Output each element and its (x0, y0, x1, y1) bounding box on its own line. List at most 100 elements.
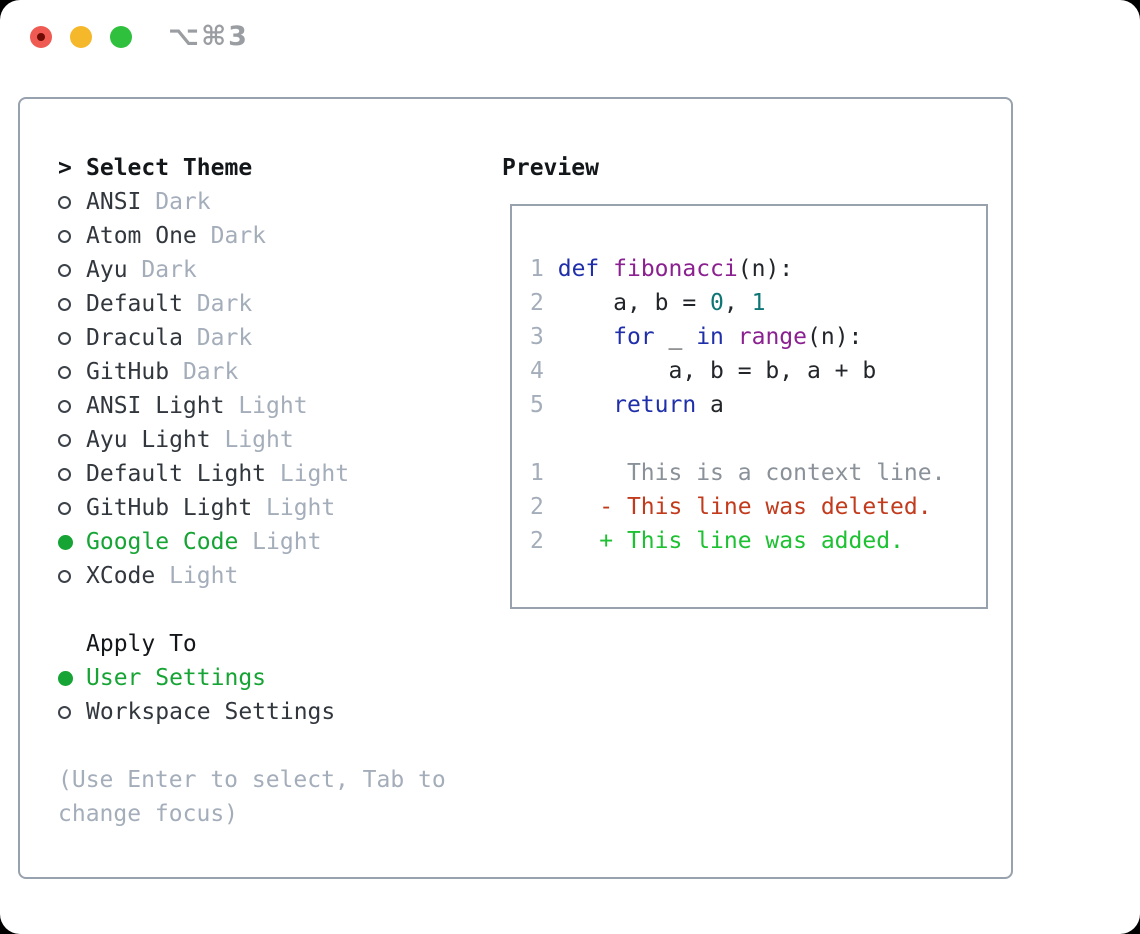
code-token (558, 528, 600, 554)
theme-variant-label: Light (210, 427, 294, 453)
theme-variant-label: Light (266, 461, 350, 487)
select-theme-header: > Select Theme (58, 151, 498, 185)
theme-option-atom-one[interactable]: Atom One Dark (58, 219, 498, 253)
code-token: a, b = b, a + b (557, 358, 877, 384)
code-line: 1 def fibonacci(n): (530, 252, 945, 286)
theme-option-ayu-light[interactable]: Ayu Light Light (58, 423, 498, 457)
hint-text: (Use Enter to select, Tab to change focu… (58, 767, 446, 827)
preview-title: Preview (502, 155, 599, 181)
code-line: 4 a, b = b, a + b (530, 354, 945, 388)
radio-icon (58, 705, 71, 719)
code-token (558, 494, 600, 520)
theme-variant-label: Dark (141, 189, 211, 215)
apply-to-title: Apply To (86, 631, 197, 657)
theme-label: Atom One (86, 223, 197, 249)
code-token: in (696, 324, 724, 350)
radio-icon (58, 467, 71, 481)
spacer (58, 593, 498, 627)
radio-selected-icon (58, 534, 73, 550)
apply-option-workspace-settings[interactable]: Workspace Settings (58, 695, 498, 729)
theme-option-default[interactable]: Default Dark (58, 287, 498, 321)
code-token: (n): (807, 324, 863, 350)
code-token (558, 392, 613, 418)
radio-icon (58, 399, 71, 413)
zoom-button[interactable] (110, 26, 132, 48)
theme-label: GitHub (86, 359, 170, 385)
titlebar: ⌥⌘3 (0, 0, 1140, 97)
apply-option-user-settings[interactable]: User Settings (58, 661, 498, 695)
theme-variant-label: Dark (182, 325, 253, 351)
theme-option-ayu[interactable]: Ayu Dark (58, 253, 498, 287)
line-number: 5 (530, 392, 544, 418)
select-theme-title: Select Theme (86, 155, 253, 181)
radio-icon (58, 229, 71, 243)
prompt-icon: > (58, 155, 72, 181)
code-token: a (696, 392, 724, 418)
diff-line: 1 This is a context line. (530, 456, 945, 490)
radio-icon (58, 297, 71, 311)
theme-label: Dracula (86, 325, 183, 351)
code-token: - This line was deleted. (599, 494, 932, 520)
line-number: 1 (530, 460, 544, 486)
code-token: range (737, 324, 808, 350)
radio-icon (58, 263, 71, 277)
line-number: 1 (530, 256, 544, 282)
minimize-button[interactable] (70, 26, 92, 48)
theme-variant-label: Light (252, 495, 336, 521)
theme-option-ansi[interactable]: ANSI Dark (58, 185, 498, 219)
code-token: 0 (710, 290, 724, 316)
theme-variant-label: Dark (196, 223, 267, 249)
diff-line: 2 + This line was added. (530, 524, 945, 558)
code-token: fibonacci (613, 256, 738, 282)
radio-icon (58, 569, 71, 583)
theme-option-xcode[interactable]: XCode Light (58, 559, 498, 593)
code-token: _ (654, 324, 697, 350)
code-token: for (613, 324, 655, 350)
theme-label: Google Code (86, 529, 239, 555)
line-number: 2 (530, 528, 544, 554)
apply-to-header: Apply To (58, 627, 498, 661)
theme-label: ANSI Light (86, 393, 225, 419)
theme-label: Ayu Light (86, 427, 211, 453)
theme-option-google-code[interactable]: Google Code Light (58, 525, 498, 559)
code-token: a, b = (557, 290, 711, 316)
radio-icon (58, 195, 71, 209)
theme-option-github-light[interactable]: GitHub Light Light (58, 491, 498, 525)
line-number: 4 (530, 358, 544, 384)
theme-label: ANSI (86, 189, 142, 215)
theme-option-github[interactable]: GitHub Dark (58, 355, 498, 389)
code-token: 1 (751, 290, 766, 316)
code-token: This is a context line. (557, 460, 946, 486)
code-token (724, 324, 738, 350)
close-button[interactable] (30, 26, 52, 48)
code-line: 5 return a (530, 388, 945, 422)
diff-block: 1 This is a context line. 2 - This line w… (530, 456, 945, 558)
close-dot-icon (37, 33, 45, 41)
line-number: 2 (530, 494, 544, 520)
theme-label: Ayu (86, 257, 128, 283)
code-token: (n): (737, 256, 794, 282)
code-token: , (723, 290, 752, 316)
code-line: 2 a, b = 0, 1 (530, 286, 945, 320)
code-token (558, 324, 613, 350)
code-token: return (613, 392, 697, 418)
theme-variant-label: Dark (127, 257, 197, 283)
radio-icon (58, 331, 71, 345)
code-token (599, 256, 613, 282)
theme-label: Default (86, 291, 183, 317)
spacer (58, 729, 498, 763)
theme-label: GitHub Light (86, 495, 253, 521)
radio-icon (58, 365, 71, 379)
theme-option-ansi-light[interactable]: ANSI Light Light (58, 389, 498, 423)
radio-selected-icon (58, 670, 73, 686)
theme-option-default-light[interactable]: Default Light Light (58, 457, 498, 491)
theme-option-dracula[interactable]: Dracula Dark (58, 321, 498, 355)
